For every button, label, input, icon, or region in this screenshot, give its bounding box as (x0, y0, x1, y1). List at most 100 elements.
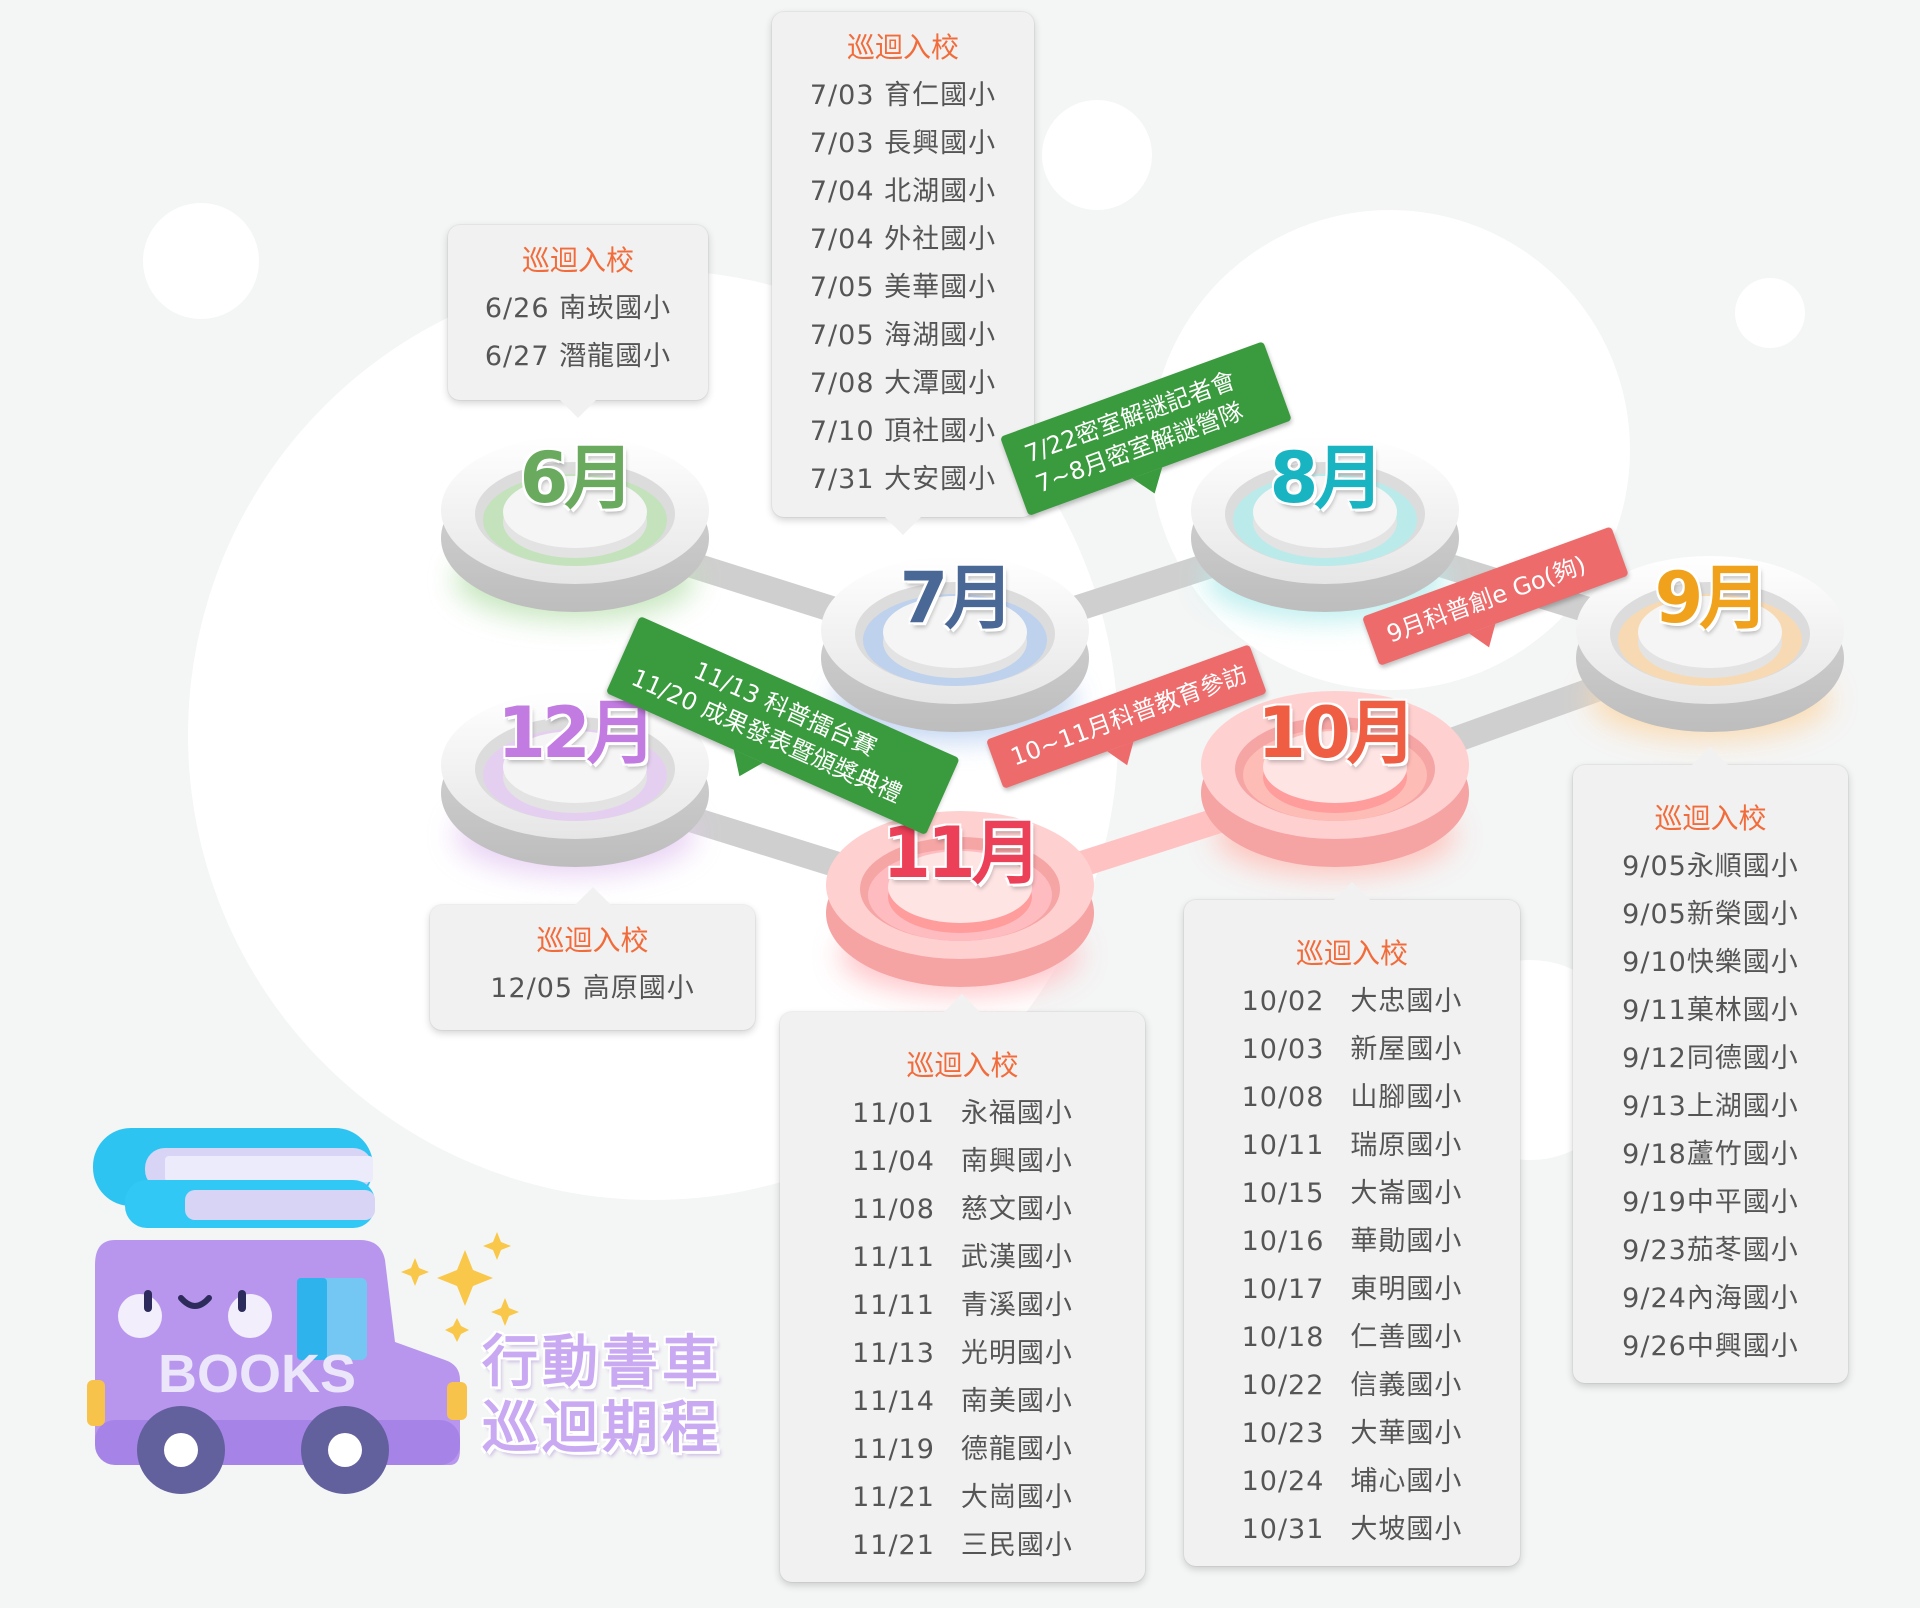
visit-row: 9/23茄苳國小 (1573, 1227, 1848, 1275)
visit-date: 7/04 (809, 176, 875, 207)
month-node-aug (1191, 436, 1459, 620)
visit-school: 華勛國小 (1350, 1226, 1463, 1257)
visit-row: 7/10 頂社國小 (772, 408, 1034, 456)
visit-school: 光明國小 (960, 1338, 1073, 1369)
visit-school: 海湖國小 (884, 320, 997, 351)
visit-date: 10/08 (1241, 1082, 1325, 1113)
visit-date: 6/26 (484, 293, 550, 324)
visit-school: 長興國小 (884, 128, 997, 159)
card-pointer (1334, 882, 1370, 900)
book-stack-icon (93, 1128, 375, 1228)
visit-school: 青溪國小 (960, 1290, 1073, 1321)
month-node-oct (1201, 691, 1469, 875)
visit-date: 10/24 (1241, 1466, 1325, 1497)
visit-row: 9/05永順國小 (1573, 843, 1848, 891)
visit-date: 9/12 (1622, 1043, 1687, 1074)
visit-row: 10/16 華勛國小 (1184, 1218, 1520, 1266)
month-node-nov (826, 811, 1094, 995)
card-pointer (575, 887, 611, 905)
visit-date: 11/11 (852, 1290, 935, 1321)
visit-date: 7/03 (809, 80, 875, 111)
visit-school: 新榮國小 (1686, 899, 1799, 930)
visits-card-dec: 巡迴入校 12/05 高原國小 (430, 887, 755, 1030)
visit-school: 德龍國小 (960, 1434, 1073, 1465)
visit-date: 10/23 (1241, 1418, 1325, 1449)
month-label-aug: 8月 (1269, 437, 1385, 519)
visit-school: 高原國小 (582, 973, 695, 1004)
visit-school: 大安國小 (884, 464, 997, 495)
bus-label: BOOKS (158, 1344, 356, 1404)
visit-school: 中興國小 (1686, 1331, 1799, 1362)
sparkle-icon (401, 1232, 519, 1342)
card-pointer (1692, 747, 1728, 765)
month-label-jul: 7月 (899, 557, 1015, 639)
visit-date: 10/03 (1241, 1034, 1325, 1065)
visit-date: 9/19 (1622, 1187, 1687, 1218)
visit-row: 12/05 高原國小 (430, 965, 755, 1013)
visit-row: 7/04 北湖國小 (772, 168, 1034, 216)
visit-school: 仁善國小 (1350, 1322, 1463, 1353)
title-line: 行動書車 (482, 1330, 722, 1395)
visit-row: 9/11菓林國小 (1573, 987, 1848, 1035)
visit-school: 快樂國小 (1686, 947, 1799, 978)
month-node-dec (441, 691, 709, 875)
background-dot-left (143, 203, 259, 319)
visit-row: 10/11 瑞原國小 (1184, 1122, 1520, 1170)
title-line: 巡迴期程 (482, 1396, 722, 1461)
visit-school: 內海國小 (1686, 1283, 1799, 1314)
visit-school: 新屋國小 (1350, 1034, 1463, 1065)
visit-school: 菓林國小 (1686, 995, 1799, 1026)
visit-school: 慈文國小 (960, 1194, 1073, 1225)
visit-date: 7/05 (809, 272, 875, 303)
visit-school: 武漢國小 (960, 1242, 1073, 1273)
visit-school: 南美國小 (960, 1386, 1073, 1417)
visit-school: 蘆竹國小 (1686, 1139, 1799, 1170)
visit-date: 11/21 (852, 1530, 935, 1561)
schedule-title: 行動書車 巡迴期程 (482, 1330, 722, 1462)
visits-title: 巡迴入校 (1654, 802, 1767, 835)
visit-row: 7/05 海湖國小 (772, 312, 1034, 360)
visit-row: 7/05 美華國小 (772, 264, 1034, 312)
visit-row: 9/18蘆竹國小 (1573, 1131, 1848, 1179)
visit-school: 瑞原國小 (1350, 1130, 1463, 1161)
background-dot-right (1735, 278, 1805, 348)
visit-date: 11/11 (852, 1242, 935, 1273)
visit-date: 11/21 (852, 1482, 935, 1513)
visit-date: 7/04 (809, 224, 875, 255)
visit-date: 9/05 (1622, 851, 1687, 882)
visit-row: 9/24內海國小 (1573, 1275, 1848, 1323)
visit-row: 9/12同德國小 (1573, 1035, 1848, 1083)
visit-school: 大崙國小 (1350, 1178, 1463, 1209)
visit-row: 7/04 外社國小 (772, 216, 1034, 264)
card-pointer (560, 400, 596, 418)
visit-date: 9/23 (1622, 1235, 1687, 1266)
visit-date: 10/11 (1241, 1130, 1325, 1161)
visit-row: 7/31 大安國小 (772, 456, 1034, 504)
visit-school: 頂社國小 (884, 416, 997, 447)
visit-date: 10/16 (1241, 1226, 1325, 1257)
visit-row: 6/26 南崁國小 (448, 285, 708, 333)
visits-title: 巡迴入校 (1295, 937, 1408, 970)
visit-school: 東明國小 (1350, 1274, 1463, 1305)
month-node-sep (1576, 556, 1844, 740)
visit-school: 茄苳國小 (1686, 1235, 1799, 1266)
visit-date: 7/03 (809, 128, 875, 159)
visit-school: 美華國小 (884, 272, 997, 303)
visit-date: 9/24 (1622, 1283, 1687, 1314)
visit-school: 南崁國小 (559, 293, 672, 324)
